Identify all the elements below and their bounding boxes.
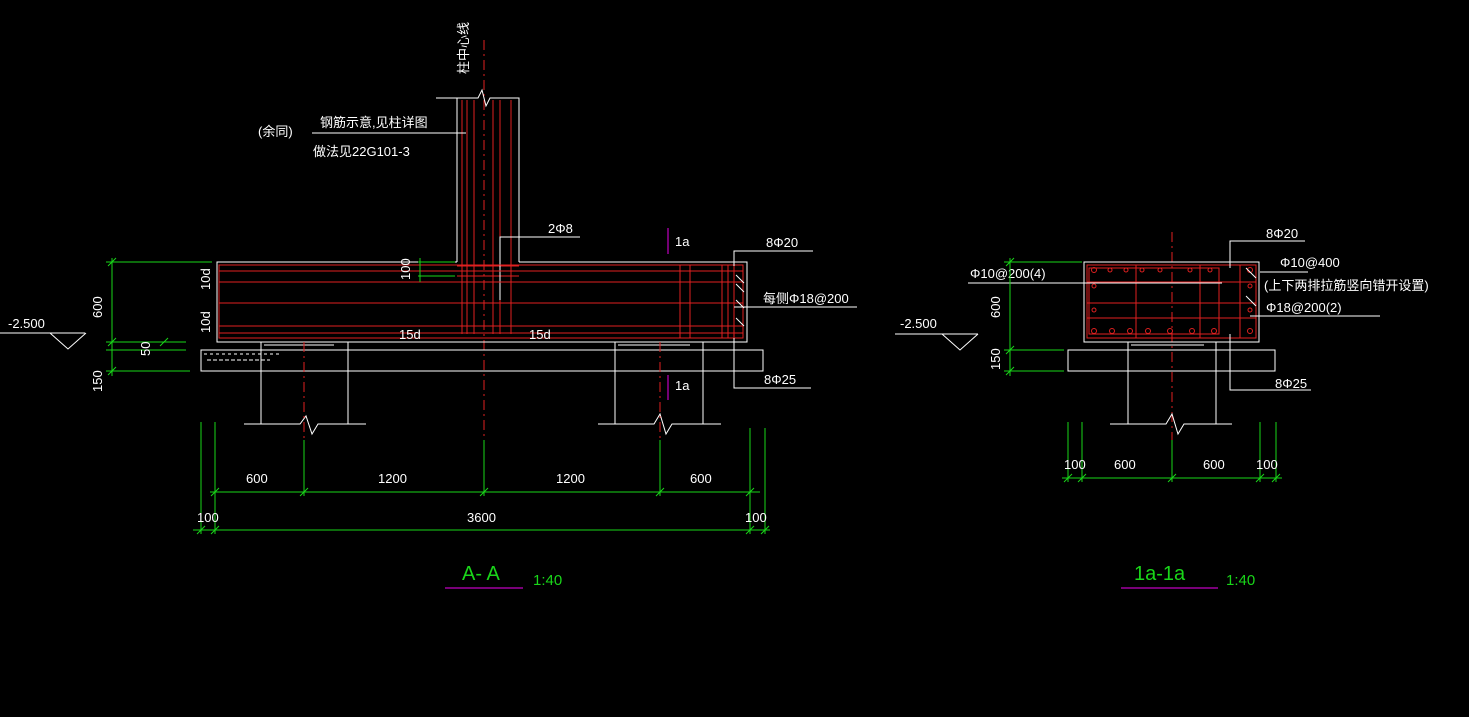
section-1a-height-dims [1004,257,1082,376]
section-1a-top-bars [1091,267,1253,273]
bottom-bar-label: 8Φ25 [764,372,796,387]
dim-10d-top: 10d [198,268,213,290]
dim-edge-right: 100 [745,510,767,525]
note-method: 做法见22G101-3 [313,144,410,159]
dim-10d-bottom: 10d [198,311,213,333]
section-1a-dim-1: 100 [1064,457,1086,472]
cushion-layer [200,349,764,372]
section-1a-dim-150: 150 [988,348,1003,370]
section-1a-elevation-marker [895,333,979,351]
note-rebar: 钢筋示意,见柱详图 [320,115,428,130]
bottom-dims [193,422,770,535]
section-aa: 柱中心线 (余同) 钢筋示意,见柱详图 做法见22G101-3 2Φ8 [0,22,857,589]
column-rebars [457,100,519,334]
dim-cover-100: 100 [398,258,413,280]
section-1a-bottom-bar-label: 8Φ25 [1275,376,1307,391]
section-1a-side-bars [1091,283,1253,313]
section-1a-beam [1083,261,1260,343]
elevation-label: -2.500 [8,316,45,331]
note-same: (余同) [258,124,293,139]
section-aa-scale: 1:40 [533,572,562,589]
column-outline [436,88,520,262]
left-height-dims [106,257,212,376]
section-1a-dim-600: 600 [988,296,1003,318]
dim-span-2: 1200 [378,471,407,486]
beam-rebars [218,264,744,339]
section-1a-dim-4: 100 [1256,457,1278,472]
dim-span-1: 600 [246,471,268,486]
section-mark-bottom-label: 1a [675,378,690,393]
section-1a-stirrups [1086,264,1257,339]
section-1a: 8Φ20 Φ10@400 (上下两排拉筋竖向错开设置) Φ10@200(4) Φ… [895,226,1429,589]
section-aa-title: A- A [462,563,500,585]
section-mark-top-label: 1a [675,234,690,249]
section-1a-tie-label: Φ10@400 [1280,255,1340,270]
right-leaders [733,250,857,389]
top-bar-label: 8Φ20 [766,235,798,250]
dim-total: 3600 [467,510,496,525]
dim-edge-left: 100 [197,510,219,525]
section-1a-bottom-dims [1062,422,1282,483]
dim-height-150: 150 [90,370,105,392]
side-bar-label: 每侧Φ18@200 [763,291,849,306]
section-1a-cushion [1067,349,1276,372]
section-1a-dim-3: 600 [1203,457,1225,472]
anchor-label-1: 15d [399,327,421,342]
section-1a-tie-note: (上下两排拉筋竖向错开设置) [1264,278,1429,293]
piles [244,342,721,436]
beam-outline [216,261,748,343]
section-1a-stirrup-label: Φ10@200(4) [970,266,1046,281]
section-1a-top-bar-label: 8Φ20 [1266,226,1298,241]
section-1a-dim-2: 600 [1114,457,1136,472]
section-1a-bottom-bars [1091,328,1253,334]
dim-span-3: 1200 [556,471,585,486]
dim-height-50: 50 [138,342,153,356]
stirrup-leader [499,236,580,300]
dim-span-4: 600 [690,471,712,486]
dim-height-600: 600 [90,296,105,318]
section-1a-scale: 1:40 [1226,572,1255,589]
section-1a-elevation-label: -2.500 [900,316,937,331]
column-center-label: 柱中心线 [456,22,471,74]
anchor-label-2: 15d [529,327,551,342]
elevation-marker [0,332,87,350]
section-1a-side-stirrup-label: Φ18@200(2) [1266,300,1342,315]
stirrup-label: 2Φ8 [548,221,573,236]
section-1a-title: 1a-1a [1134,563,1186,585]
section-1a-pile-break [1110,412,1232,436]
